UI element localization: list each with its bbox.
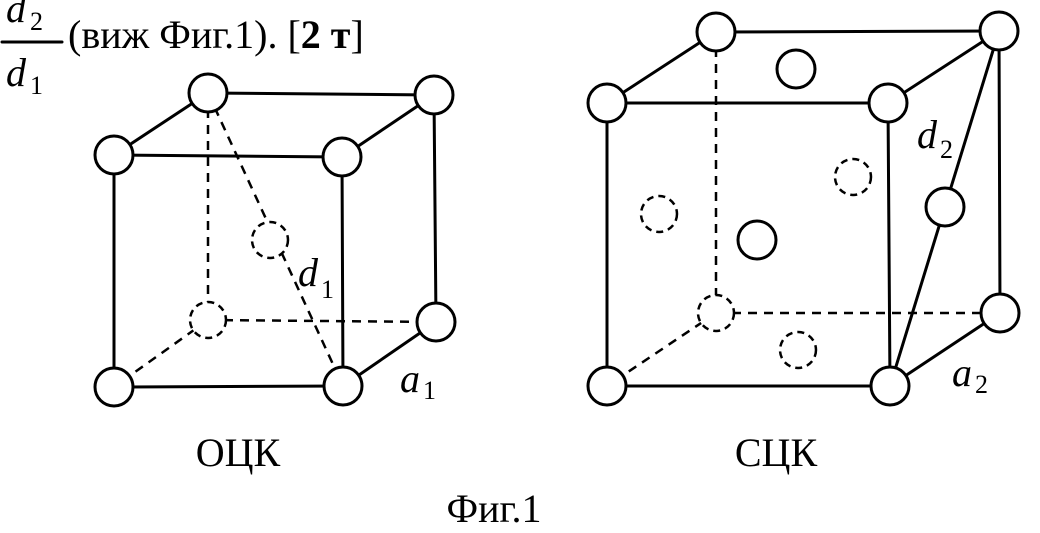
bcc-diagonal-sub: 1 <box>321 275 334 304</box>
fcc-corner-atom <box>586 365 628 407</box>
fcc-corner-atom <box>867 82 909 124</box>
fcc-edge <box>714 29 1001 34</box>
fcc-hidden-face-atom <box>639 194 679 234</box>
fcc-edge <box>997 29 1002 315</box>
fcc-edge-var: a <box>952 350 972 395</box>
fcc-face-center-atom <box>775 48 817 90</box>
fcc-hidden-face-atom <box>778 330 818 370</box>
fcc-edge <box>886 29 1001 105</box>
bcc-edge-var: a <box>400 356 420 401</box>
bcc-corner-atom <box>413 74 455 116</box>
bcc-corner-atom <box>187 72 229 114</box>
header-text: (виж Фиг.1). [2 т] <box>68 12 364 57</box>
fraction-denominator-var: d <box>6 50 27 95</box>
header-points: 2 т <box>301 12 351 57</box>
bcc-edge <box>112 153 344 159</box>
fcc-edge <box>888 311 1002 388</box>
fcc-diagonal-sub: 2 <box>940 135 953 164</box>
bcc-edge-sub: 1 <box>423 376 436 405</box>
fcc-cube: d 2 a 2 СЦК <box>586 10 1021 475</box>
bcc-edge <box>340 155 345 388</box>
fraction-denominator-sub: 1 <box>30 71 43 100</box>
bcc-corner-atom <box>93 134 135 176</box>
fcc-corner-atom <box>869 365 911 407</box>
bcc-cube: d 1 a 1 ОЦК <box>93 72 457 475</box>
header-ref: (виж Фиг.1). [ <box>68 12 301 57</box>
fcc-corner-atom <box>695 11 737 53</box>
bcc-corner-atom <box>93 366 135 408</box>
fcc-caption: СЦК <box>735 430 818 475</box>
fcc-diagonal-var: d <box>917 112 938 157</box>
fcc-hidden-corner-atom <box>696 293 736 333</box>
bcc-corner-atom <box>322 365 364 407</box>
fraction-numerator-var: d <box>6 0 27 31</box>
fcc-edge-sub: 2 <box>975 370 988 399</box>
fcc-corner-atom <box>978 10 1020 52</box>
bcc-corner-atom <box>415 301 457 343</box>
fcc-edge <box>886 101 892 388</box>
bcc-caption: ОЦК <box>196 430 281 475</box>
fraction-numerator-sub: 2 <box>30 7 43 36</box>
fcc-corner-atom <box>586 82 628 124</box>
fcc-corner-atom <box>979 292 1021 334</box>
bcc-corner-atom <box>321 136 363 178</box>
bcc-edge <box>112 384 345 389</box>
fcc-hidden-face-atom <box>833 157 873 197</box>
bcc-diagonal-var: d <box>298 250 319 295</box>
bcc-edge <box>432 93 438 324</box>
bcc-hidden-corner-atom <box>188 300 228 340</box>
fcc-face-center-atom <box>736 219 778 261</box>
ratio-fraction: d 2 d 1 <box>0 0 64 100</box>
fcc-hidden-edge-depth <box>606 311 717 388</box>
fcc-face-center-atom <box>924 186 966 228</box>
header-close-bracket: ] <box>350 12 363 57</box>
fcc-edge <box>605 30 718 105</box>
bcc-edge <box>206 91 436 97</box>
bcc-hidden-edge-back <box>207 318 437 324</box>
bcc-body-center-atom <box>250 220 290 260</box>
figure-caption: Фиг.1 <box>447 486 542 531</box>
